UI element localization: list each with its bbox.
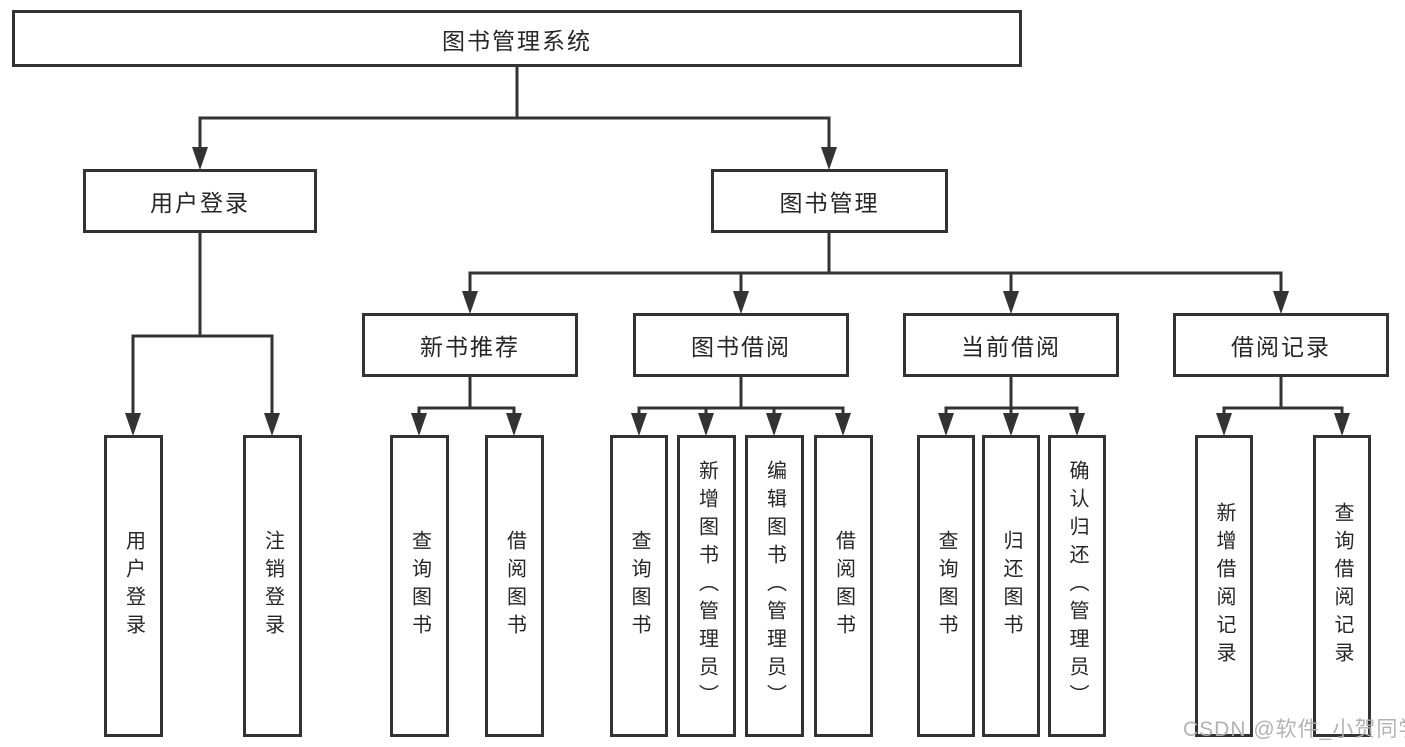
leaf-borrow-books-2: 借阅图书 xyxy=(814,435,873,737)
node-book-borrow: 图书借阅 xyxy=(633,313,849,377)
node-book-management-branch: 图书管理 xyxy=(711,169,948,233)
node-label: 图书管理系统 xyxy=(442,27,592,54)
leaf-add-borrow-record: 新增借阅记录 xyxy=(1195,435,1253,737)
node-new-book-recommend: 新书推荐 xyxy=(362,313,578,377)
node-label: 注销登录 xyxy=(261,530,284,642)
node-label: 归还图书 xyxy=(1000,530,1022,642)
leaf-edit-book-admin: 编辑图书（管理员） xyxy=(745,435,804,737)
node-label: 查询图书 xyxy=(628,530,650,642)
leaf-query-books-1: 查询图书 xyxy=(390,435,449,737)
leaf-confirm-return-admin: 确认归还（管理员） xyxy=(1048,435,1106,737)
leaf-return-book: 归还图书 xyxy=(982,435,1040,737)
node-label: 用户登录 xyxy=(150,190,250,216)
node-label: 借阅图书 xyxy=(503,530,526,642)
node-label: 查询图书 xyxy=(935,530,957,642)
leaf-query-borrow-record: 查询借阅记录 xyxy=(1313,435,1371,737)
node-label: 查询图书 xyxy=(408,530,431,642)
node-label: 图书管理 xyxy=(779,190,880,216)
node-label: 当前借阅 xyxy=(961,334,1061,360)
node-label: 新增图书（管理员） xyxy=(695,460,718,712)
leaf-query-books-2: 查询图书 xyxy=(610,435,668,737)
node-label: 新增借阅记录 xyxy=(1213,502,1235,670)
node-label: 新书推荐 xyxy=(420,334,520,360)
node-root-system: 图书管理系统 xyxy=(12,10,1022,67)
node-label: 编辑图书（管理员） xyxy=(763,460,786,712)
arrowheads xyxy=(125,147,1350,436)
node-user-login-branch: 用户登录 xyxy=(83,169,317,233)
node-label: 用户登录 xyxy=(122,530,145,642)
leaf-add-book-admin: 新增图书（管理员） xyxy=(677,435,736,737)
leaf-user-login: 用户登录 xyxy=(104,435,163,737)
leaf-query-books-3: 查询图书 xyxy=(917,435,975,737)
node-label: 确认归还（管理员） xyxy=(1066,460,1088,712)
node-label: 图书借阅 xyxy=(691,334,791,360)
node-label: 查询借阅记录 xyxy=(1331,502,1353,670)
node-label: 借阅记录 xyxy=(1231,334,1331,360)
leaf-logout: 注销登录 xyxy=(243,435,302,737)
node-borrow-records: 借阅记录 xyxy=(1173,313,1389,377)
leaf-borrow-books-1: 借阅图书 xyxy=(485,435,544,737)
csdn-watermark: CSDN @软件_小贺同学 xyxy=(1183,718,1405,741)
node-label: 借阅图书 xyxy=(832,530,855,642)
node-current-borrow: 当前借阅 xyxy=(903,313,1119,377)
